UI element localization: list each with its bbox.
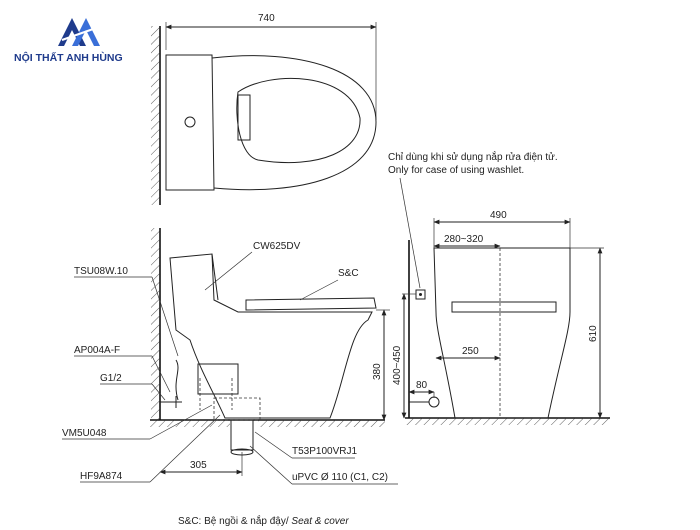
brand-logo: NỘI THẤT ANH HÙNG [14, 18, 123, 64]
label-g: G1/2 [100, 373, 122, 384]
note-vi: Chỉ dùng khi sử dụng nắp rửa điện tử. [388, 150, 558, 163]
front-supply-valve [428, 396, 440, 408]
dim-490: 490 [490, 210, 507, 221]
dim-280-320: 280~320 [444, 234, 484, 245]
front-view: Chỉ dùng khi sử dụng nắp rửa điện tử. On… [388, 150, 610, 425]
top-seat [236, 77, 361, 164]
top-hinge [237, 94, 251, 141]
dim-610: 610 [588, 325, 599, 342]
footer-legend: S&C: Bệ ngồi & nắp đậy/ Seat & cover [178, 514, 349, 527]
top-bowl-outer [211, 55, 377, 191]
label-t53: T53P100VRJ1 [292, 446, 357, 457]
front-seat-cover [451, 301, 557, 313]
note-en: Only for case of using washlet. [388, 165, 524, 176]
dim-305: 305 [190, 460, 207, 471]
side-view: 380 305 CW625DV S&C TSU08W.10 AP004A-F G… [62, 228, 398, 485]
top-tank [165, 54, 215, 191]
label-ap: AP004A-F [74, 345, 120, 356]
side-drain-pipe [230, 419, 254, 451]
label-seat-cover: S&C [338, 268, 359, 279]
brand-name: NỘI THẤT ANH HÙNG [14, 51, 123, 64]
footer-legend-en: Seat & cover [291, 516, 349, 527]
label-tsu: TSU08W.10 [74, 266, 128, 277]
supply-valve [160, 396, 182, 408]
footer-legend-vi: S&C: Bệ ngồi & nắp đậy/ [178, 514, 291, 527]
side-wall-hatch [151, 228, 160, 420]
label-hf: HF9A874 [80, 471, 123, 482]
front-toilet-body [433, 247, 571, 419]
dim-740: 740 [258, 13, 275, 24]
side-seat-cover [245, 297, 377, 311]
side-trap-box [197, 363, 239, 395]
dim-250: 250 [462, 346, 479, 357]
dim-400-450: 400~450 [392, 345, 403, 385]
mountain-logo-icon [58, 18, 100, 46]
top-wall-hatch [151, 26, 160, 205]
flush-button [184, 116, 196, 128]
side-toilet-body [169, 253, 373, 419]
label-model: CW625DV [253, 241, 301, 252]
label-upvc: uPVC Ø 110 (C1, C2) [292, 472, 388, 483]
dim-380: 380 [372, 363, 383, 380]
dim-80: 80 [416, 380, 428, 391]
electrical-outlet-icon [415, 289, 426, 300]
label-vm: VM5U048 [62, 428, 107, 439]
top-view: 740 [151, 13, 377, 205]
